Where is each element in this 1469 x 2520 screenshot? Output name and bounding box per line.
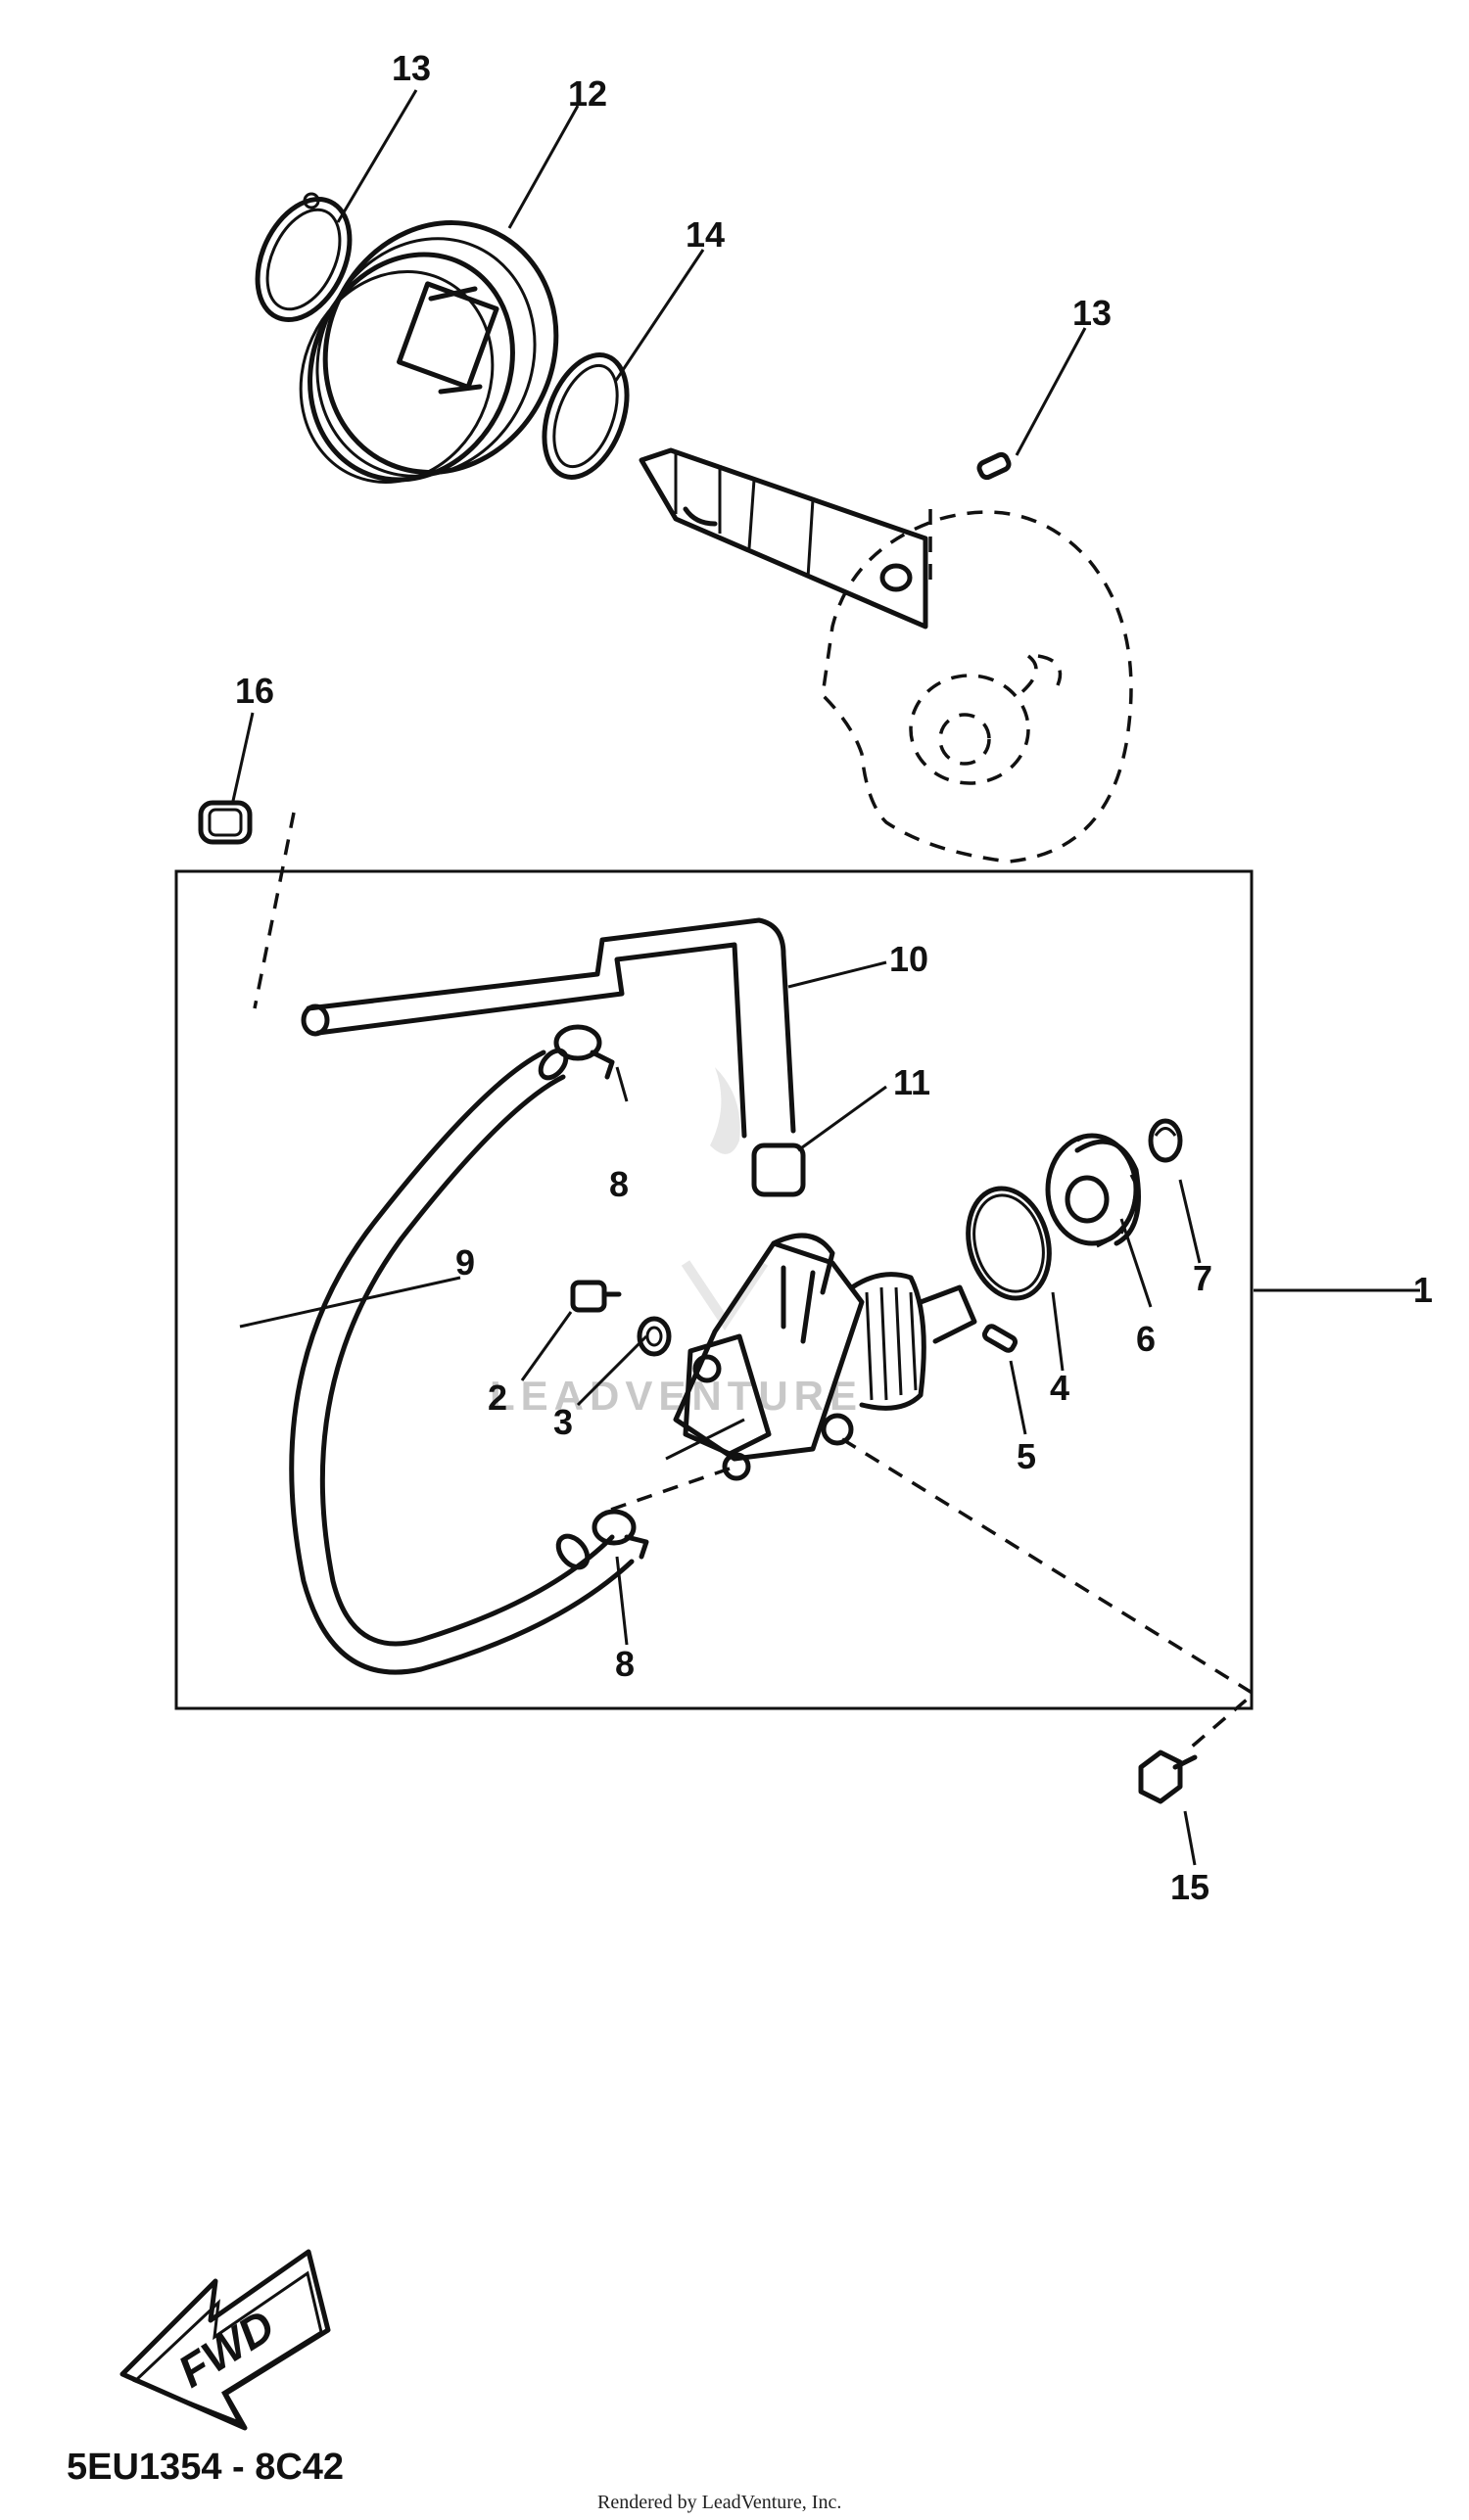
callout-6: 5 (1017, 1436, 1036, 1476)
part-9-hose (289, 1048, 635, 1675)
callout-15: 15 (1170, 1867, 1209, 1907)
callout-5: 6 (1136, 1319, 1156, 1359)
part-12-pulley (299, 220, 559, 484)
fwd-label: FWD (169, 2300, 283, 2398)
part-13-pin (976, 451, 1012, 481)
oil-pump-body (665, 1233, 977, 1481)
part-5-gear (1045, 1133, 1141, 1248)
part-3-washer (637, 1316, 672, 1357)
callout-14: 14 (686, 214, 725, 255)
part-8-clamp-top (553, 1024, 615, 1080)
part-11-cap (751, 1143, 806, 1197)
callout-12: 12 (568, 73, 607, 114)
leader-lines (231, 89, 1420, 1866)
fwd-arrow: FWD (119, 2249, 331, 2431)
hose-alignment-dashed (601, 1467, 731, 1515)
callout-13-top: 13 (392, 48, 431, 88)
part-2-bolt (570, 1280, 622, 1313)
part-8-clamp-bottom (592, 1509, 649, 1560)
watermark-logo (681, 1067, 769, 1331)
callout-8-bottom: 8 (615, 1644, 635, 1684)
pump-drive-shaft (639, 447, 928, 630)
part-6-pin (981, 1324, 1019, 1353)
part-16-plug (198, 800, 253, 845)
part-10-hose (301, 917, 796, 1139)
part-4-o-ring (966, 1186, 1052, 1301)
callout-1: 1 (1413, 1270, 1433, 1310)
callout-9: 9 (455, 1242, 475, 1283)
render-credit: Rendered by LeadVenture, Inc. (597, 2492, 841, 2513)
diagram-code: 5EU1354 - 8C42 (67, 2447, 344, 2488)
crankcase-outline-dashed (821, 509, 1133, 863)
callout-3: 3 (553, 1402, 573, 1442)
part-13-circlip-top (255, 192, 353, 323)
callout-8-top: 8 (609, 1164, 629, 1204)
leader-16-dashed (253, 812, 296, 1009)
callout-16: 16 (235, 671, 274, 711)
part-15-bolt (1138, 1750, 1198, 1804)
watermark-text: LEADVENTURE (490, 1373, 863, 1419)
assembly-1-box (174, 869, 1254, 1710)
callout-2: 2 (488, 1377, 507, 1418)
part-7-clip (1148, 1118, 1183, 1163)
part-14-circlip (542, 352, 630, 480)
callout-13-pin: 13 (1072, 293, 1112, 333)
callout-10: 10 (889, 939, 928, 979)
callout-11: 11 (893, 1062, 930, 1102)
callout-4: 4 (1050, 1368, 1069, 1408)
bolt-15-alignment-dashed (841, 1437, 1256, 1754)
callout-7: 7 (1193, 1258, 1212, 1298)
